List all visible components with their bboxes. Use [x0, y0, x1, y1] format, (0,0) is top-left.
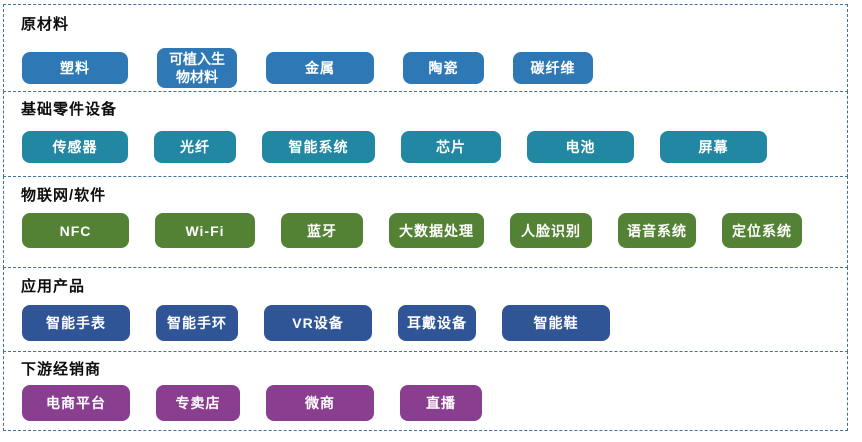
node-bluetooth: 蓝牙	[281, 213, 363, 248]
node-plastic: 塑料	[22, 52, 128, 84]
node-smart-system: 智能系统	[262, 131, 375, 163]
node-metal: 金属	[266, 52, 374, 84]
node-vr-device: VR设备	[264, 305, 372, 341]
node-live-streaming: 直播	[400, 385, 482, 421]
section-title: 下游经销商	[21, 361, 102, 378]
node-ecommerce-platform: 电商平台	[22, 385, 130, 421]
node-ear-worn-device: 耳戴设备	[398, 305, 476, 341]
node-smart-band: 智能手环	[156, 305, 238, 341]
section-title: 原材料	[21, 16, 70, 33]
node-specialty-store: 专卖店	[156, 385, 240, 421]
node-big-data-processing: 大数据处理	[389, 213, 484, 248]
section-title: 应用产品	[21, 278, 86, 295]
node-carbon-fiber: 碳纤维	[513, 52, 593, 84]
node-implantable-biomaterial: 可植入生物材料	[157, 48, 237, 88]
node-row: NFC Wi-Fi 蓝牙 大数据处理 人脸识别 语音系统 定位系统	[22, 213, 802, 248]
node-wechat-business: 微商	[266, 385, 374, 421]
node-ceramic: 陶瓷	[403, 52, 484, 84]
node-wifi: Wi-Fi	[155, 213, 255, 248]
node-face-recognition: 人脸识别	[510, 213, 592, 248]
node-optical-fiber: 光纤	[154, 131, 236, 163]
node-nfc: NFC	[22, 213, 129, 248]
node-positioning-system: 定位系统	[722, 213, 802, 248]
section-downstream-distributors: 下游经销商 电商平台 专卖店 微商 直播	[3, 351, 848, 431]
node-row: 塑料 可植入生物材料 金属 陶瓷 碳纤维	[22, 48, 593, 88]
node-smart-watch: 智能手表	[22, 305, 130, 341]
section-raw-materials: 原材料 塑料 可植入生物材料 金属 陶瓷 碳纤维	[3, 4, 848, 92]
section-application-products: 应用产品 智能手表 智能手环 VR设备 耳戴设备 智能鞋	[3, 267, 848, 352]
node-screen: 屏幕	[660, 131, 767, 163]
section-iot-software: 物联网/软件 NFC Wi-Fi 蓝牙 大数据处理 人脸识别 语音系统 定位系统	[3, 176, 848, 268]
section-title: 基础零件设备	[21, 101, 118, 118]
node-row: 传感器 光纤 智能系统 芯片 电池 屏幕	[22, 131, 767, 163]
node-battery: 电池	[527, 131, 634, 163]
node-voice-system: 语音系统	[618, 213, 696, 248]
node-smart-shoes: 智能鞋	[502, 305, 610, 341]
node-chip: 芯片	[401, 131, 501, 163]
node-row: 智能手表 智能手环 VR设备 耳戴设备 智能鞋	[22, 305, 610, 341]
node-row: 电商平台 专卖店 微商 直播	[22, 385, 482, 421]
section-title: 物联网/软件	[21, 187, 107, 204]
section-basic-components: 基础零件设备 传感器 光纤 智能系统 芯片 电池 屏幕	[3, 91, 848, 177]
node-sensor: 传感器	[22, 131, 128, 163]
